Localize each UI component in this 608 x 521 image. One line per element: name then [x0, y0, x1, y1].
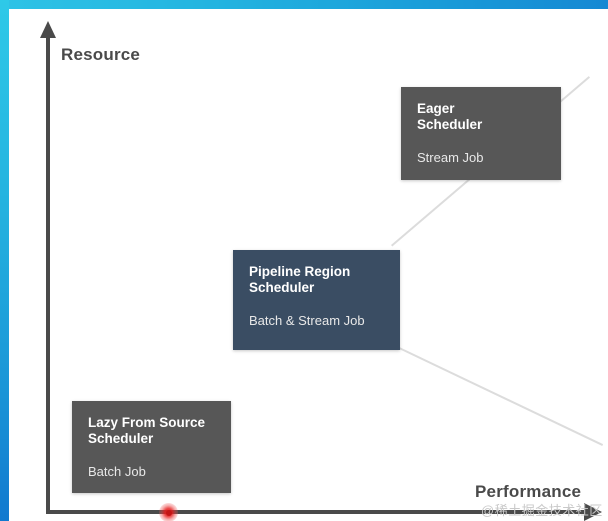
node-title: Pipeline Region Scheduler [249, 264, 351, 295]
watermark-text: @稀土掘金技术社区 [481, 503, 603, 518]
node-title: Eager Scheduler [417, 101, 483, 132]
node-subtitle: Batch & Stream Job [249, 313, 365, 328]
x-axis-arrow-icon [584, 503, 602, 521]
y-axis-arrow-icon [40, 21, 56, 38]
node-subtitle: Batch Job [88, 464, 146, 479]
x-axis-label: Performance [475, 482, 582, 501]
frame-accent-left [0, 0, 9, 521]
y-axis-label: Resource [61, 45, 141, 64]
node-title: Lazy From Source Scheduler [88, 415, 206, 446]
x-axis-line [46, 510, 591, 514]
chart-area: Resource Performance Eager Scheduler Str… [9, 9, 608, 521]
node-pipeline-region-scheduler[interactable]: Pipeline Region Scheduler Batch & Stream… [233, 250, 400, 350]
node-eager-scheduler[interactable]: Eager Scheduler Stream Job [401, 87, 561, 180]
click-marker-icon [159, 503, 178, 521]
node-subtitle: Stream Job [417, 150, 484, 165]
frame-accent-top [0, 0, 608, 9]
node-lazy-from-source-scheduler[interactable]: Lazy From Source Scheduler Batch Job [72, 401, 231, 493]
connector-pipeline-to-lower-right [390, 343, 604, 446]
y-axis-line [46, 35, 50, 514]
